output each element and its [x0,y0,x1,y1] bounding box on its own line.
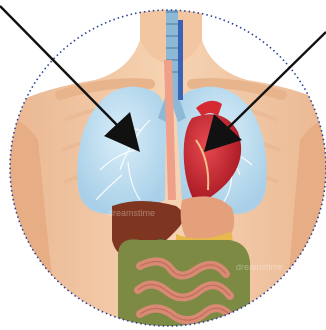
watermark-text: dreamstime [108,208,155,218]
vena-cava [178,20,183,100]
watermark-text-2: dreamstime [236,262,283,272]
